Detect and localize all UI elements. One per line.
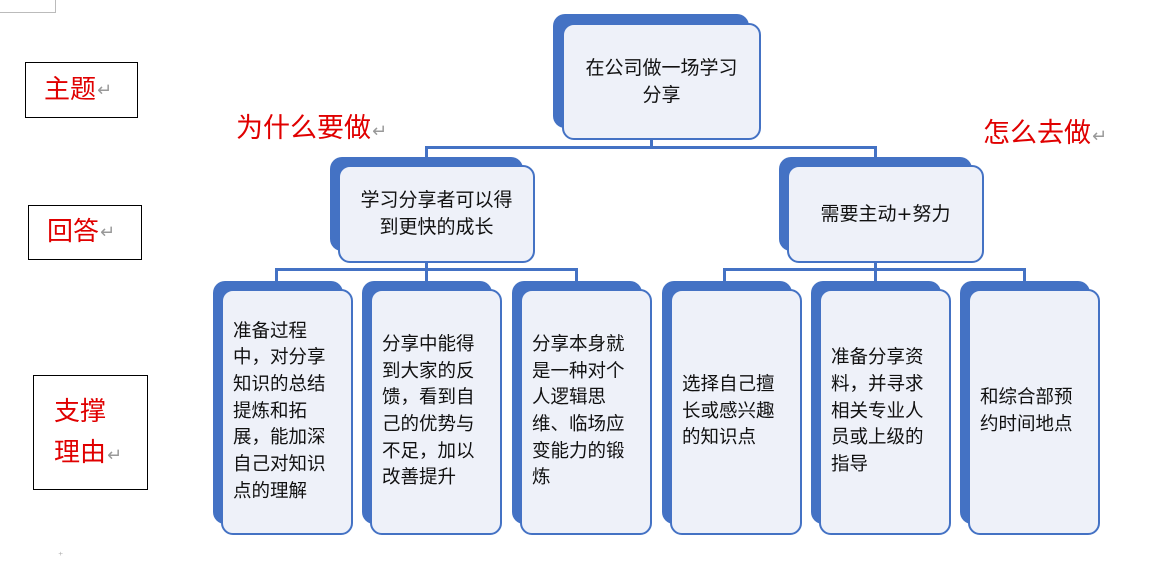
connector-why-drop bbox=[425, 146, 428, 160]
how-reason-1-node: 选择自己擅长或感兴趣的知识点 bbox=[662, 281, 802, 535]
answer-label-box: 回答↵ bbox=[28, 205, 142, 260]
why-reason-1-node: 准备过程中，对分享知识的总结提炼和拓展，能加深自己对知识点的理解 bbox=[213, 281, 353, 535]
connector-why-down bbox=[425, 258, 428, 270]
page-corner-mark bbox=[0, 0, 56, 13]
connector-how-leaf1 bbox=[723, 268, 726, 282]
connector-how-drop bbox=[874, 146, 877, 160]
why-answer-text: 学习分享者可以得到更快的成长 bbox=[360, 189, 513, 238]
why-reason-3-text: 分享本身就是一种对个人逻辑思维、临场应变能力的锻炼 bbox=[532, 334, 625, 489]
answer-label: 回答 bbox=[47, 217, 100, 247]
why-answer-node: 学习分享者可以得到更快的成长 bbox=[330, 157, 535, 263]
why-reason-2-text: 分享中能得到大家的反馈，看到自己的优势与不足，加以改善提升 bbox=[382, 334, 475, 489]
why-reason-3-node: 分享本身就是一种对个人逻辑思维、临场应变能力的锻炼 bbox=[512, 281, 652, 535]
return-mark-icon: ↵ bbox=[1092, 126, 1108, 147]
topic-label: 主题 bbox=[44, 74, 97, 105]
paragraph-mark-icon: ⁺ bbox=[58, 551, 64, 562]
support-label-line1: 支撑 bbox=[54, 397, 107, 428]
connector-why-leaf2 bbox=[425, 268, 428, 282]
how-answer-node: 需要主动+努力 bbox=[779, 157, 984, 263]
connector-how-leaf2 bbox=[874, 268, 877, 282]
return-mark-icon: ↵ bbox=[372, 121, 388, 142]
why-reason-1-text: 准备过程中，对分享知识的总结提炼和拓展，能加深自己对知识点的理解 bbox=[233, 320, 326, 502]
heading-why: 为什么要做↵ bbox=[236, 106, 387, 145]
connector-root-down bbox=[650, 136, 653, 147]
how-reason-2-text: 准备分享资料，并寻求相关专业人员或上级的指导 bbox=[831, 347, 924, 475]
how-answer-text: 需要主动+努力 bbox=[820, 202, 951, 225]
support-label-line2: 理由 bbox=[54, 437, 107, 468]
return-mark-icon: ↵ bbox=[97, 79, 113, 101]
connector-how-leaf3 bbox=[1023, 268, 1026, 282]
heading-how-text: 怎么去做 bbox=[983, 118, 1091, 149]
return-mark-icon: ↵ bbox=[107, 444, 123, 466]
support-label-box: 支撑 理由↵ bbox=[33, 375, 148, 490]
connector-level1-bar bbox=[425, 146, 877, 149]
how-reason-2-node: 准备分享资料，并寻求相关专业人员或上级的指导 bbox=[811, 281, 951, 535]
how-reason-1-text: 选择自己擅长或感兴趣的知识点 bbox=[682, 374, 775, 449]
root-node: 在公司做一场学习分享 bbox=[553, 14, 761, 140]
topic-label-box: 主题↵ bbox=[25, 62, 138, 118]
heading-why-text: 为什么要做 bbox=[236, 113, 371, 144]
return-mark-icon: ↵ bbox=[100, 222, 116, 243]
connector-why-leaf1 bbox=[275, 268, 278, 282]
how-reason-3-text: 和综合部预约时间地点 bbox=[980, 387, 1073, 435]
connector-how-down bbox=[874, 258, 877, 270]
how-reason-3-node: 和综合部预约时间地点 bbox=[960, 281, 1100, 535]
heading-how: 怎么去做↵ bbox=[983, 111, 1107, 150]
support-label: 支撑 理由↵ bbox=[54, 392, 122, 473]
why-reason-2-node: 分享中能得到大家的反馈，看到自己的优势与不足，加以改善提升 bbox=[362, 281, 502, 535]
root-node-text: 在公司做一场学习分享 bbox=[585, 56, 738, 106]
connector-why-leaf3 bbox=[575, 268, 578, 282]
